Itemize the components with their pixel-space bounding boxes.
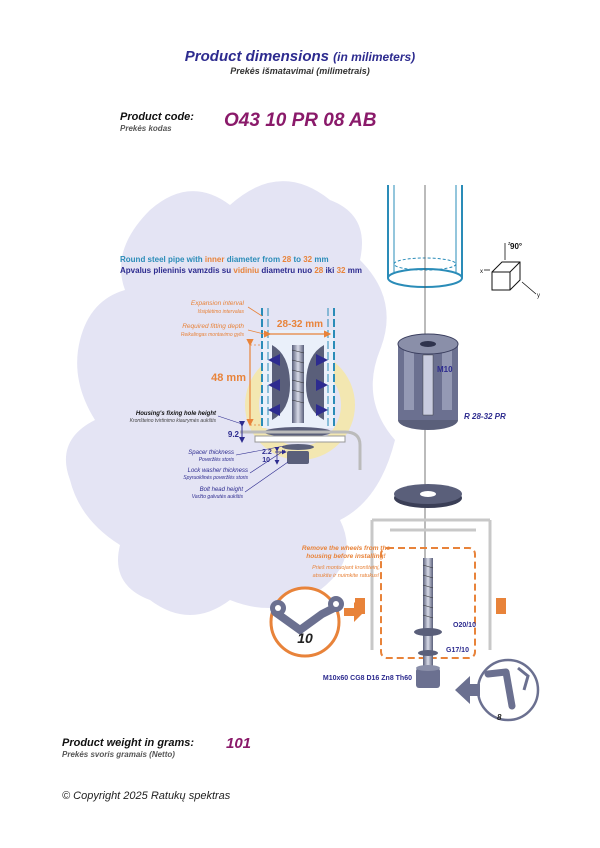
dim-2-2: 2.2 xyxy=(262,449,272,456)
bolt-head-label: Bolt head height xyxy=(200,487,244,493)
section-detail xyxy=(240,308,362,470)
wheel-stub-right xyxy=(496,598,506,614)
page-title: Product dimensions (in milimeters) xyxy=(0,48,600,65)
svg-text:Kronšteino tvirtinimo kiaurymė: Kronšteino tvirtinimo kiaurymės aukštis xyxy=(130,418,217,424)
expansion-interval-label: Expansion interval xyxy=(191,300,245,307)
warning-text-en-1: Remove the wheels from the xyxy=(302,545,391,552)
svg-text:z: z xyxy=(508,241,511,247)
spacer-washer xyxy=(394,484,462,508)
bolt xyxy=(414,558,442,688)
bolt-spec-label: M10x60 CG8 D16 Zn8 Th60 xyxy=(323,675,412,682)
product-code-label: Product code: xyxy=(120,111,194,123)
page-subtitle: Prekės išmatavimai (milimetrais) xyxy=(230,66,370,76)
dim-9-2: 9.2 xyxy=(228,430,240,439)
range-label: 28-32 mm xyxy=(277,319,323,330)
lock-washer-label: Lock washer thickness xyxy=(188,468,248,474)
wrench-icon xyxy=(269,586,364,658)
product-code-label-lt: Prekės kodas xyxy=(120,124,172,133)
svg-text:Reikalingas montavimo gylis: Reikalingas montavimo gylis xyxy=(181,332,245,338)
washer-g-label: G17/10 xyxy=(446,647,469,654)
washer-o-label: O20/10 xyxy=(453,622,476,629)
title-suffix: (in milimeters) xyxy=(333,50,416,64)
title-main: Product dimensions xyxy=(184,48,329,65)
warning-text-lt-2: atsukite ir nuimkite ratukus! xyxy=(313,573,380,579)
depth-label: 48 mm xyxy=(211,372,246,384)
thread-label: M10 xyxy=(437,365,453,374)
axis-gizmo: 90° z x y xyxy=(480,241,540,299)
svg-text:Spyruoklinės poveržlės storis: Spyruoklinės poveržlės storis xyxy=(183,475,248,481)
angle-label: 90° xyxy=(510,242,522,251)
spacer-label: Spacer thickness xyxy=(188,450,234,456)
svg-text:Išsiplėtimo intervalas: Išsiplėtimo intervalas xyxy=(198,309,245,315)
wheel-stub-left xyxy=(355,598,365,614)
insert-code-label: R 28-32 PR xyxy=(464,412,506,421)
weight-value: 101 xyxy=(226,735,252,752)
housing-bracket xyxy=(370,518,492,650)
hex-size-label: 8 xyxy=(497,713,502,722)
warning-text-lt-1: Prieš montuojant kronšteinį, xyxy=(312,565,380,571)
wrench-size-label: 10 xyxy=(297,630,313,646)
pipe-description-en: Round steel pipe with inner diameter fro… xyxy=(120,255,329,264)
svg-text:y: y xyxy=(537,293,540,299)
weight-label: Product weight in grams: xyxy=(62,737,195,749)
pipe-description-lt: Apvalus plieninis vamzdis su vidiniu dia… xyxy=(120,266,362,275)
svg-text:x: x xyxy=(480,269,483,275)
warning-text-en-2: housing before installing! xyxy=(306,553,386,560)
svg-text:Varžto galvutės aukštis: Varžto galvutės aukštis xyxy=(192,494,244,500)
copyright: © Copyright 2025 Ratukų spektras xyxy=(62,790,231,802)
weight-label-lt: Prekės svoris gramais (Netto) xyxy=(62,750,175,759)
product-code-value: O43 10 PR 08 AB xyxy=(224,110,377,131)
gear-background xyxy=(65,181,395,616)
expansion-insert xyxy=(397,333,459,430)
housing-hole-label: Housing's fixing hole height xyxy=(136,411,217,417)
fitting-depth-label: Required fitting depth xyxy=(182,323,244,330)
hex-key-icon xyxy=(455,658,540,722)
svg-text:Poveržlės storis: Poveržlės storis xyxy=(199,457,235,463)
dim-10: 10 xyxy=(262,457,270,464)
